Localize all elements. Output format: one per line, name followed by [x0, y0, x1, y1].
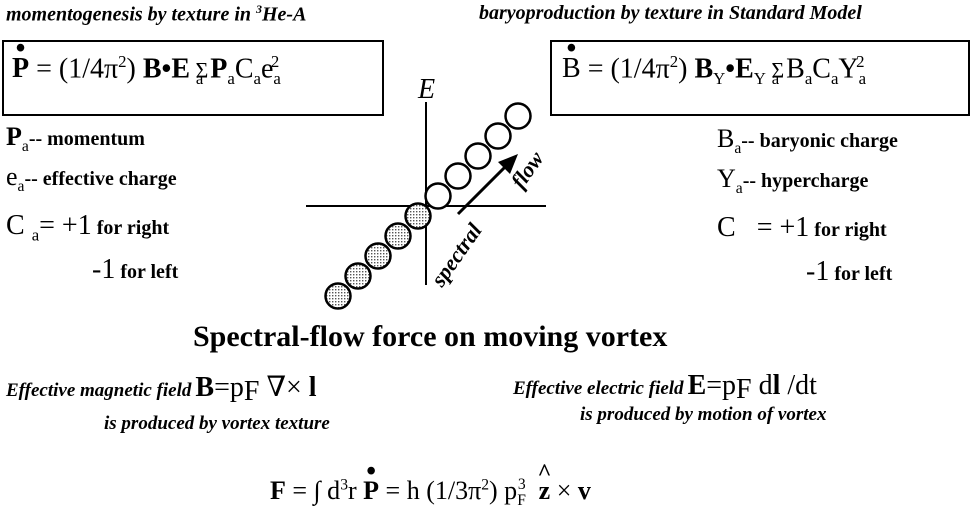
fermion-levels	[324, 102, 532, 310]
left-def-momentum: Pa-- momentum	[6, 122, 145, 156]
magnetic-field-origin: is produced by vortex texture	[104, 413, 330, 434]
electric-field-line: Effective electric field E=pF dl /dt	[513, 370, 817, 406]
left-c-right: C a= +1 for right	[6, 210, 170, 245]
occupied-level	[364, 242, 392, 270]
right-formula: B = (1/4π2) BY•EY Σ a BaCaYa2	[562, 52, 866, 89]
occupied-level	[384, 222, 412, 250]
left-formula: P = (1/4π2) B•E Σ a PaCaea2	[12, 52, 281, 89]
empty-level	[424, 182, 452, 210]
flow-label: flow	[506, 146, 549, 193]
electric-field-origin: is produced by motion of vortex	[580, 404, 827, 425]
right-def-baryonic: Ba-- baryonic charge	[717, 124, 898, 158]
left-c-left: -1 for left	[92, 254, 179, 285]
flow-arrow-shaft	[456, 162, 510, 216]
right-c-right: C = +1 for right	[717, 212, 887, 243]
left-def-effective-charge: ea-- effective charge	[6, 162, 177, 196]
right-c-left: -1 for left	[806, 256, 893, 287]
left-header: momentogenesis by texture in 3He-A	[6, 2, 307, 26]
empty-level	[444, 162, 472, 190]
empty-level	[484, 122, 512, 150]
spectral-label: spectral	[425, 218, 487, 292]
energy-axis-label: E	[417, 74, 435, 105]
page-title: Spectral-flow force on moving vortex	[193, 320, 668, 353]
left-formula-box	[2, 40, 384, 116]
empty-level	[464, 142, 492, 170]
occupied-level	[344, 262, 372, 290]
empty-level	[504, 102, 532, 130]
flow-arrow-head	[498, 154, 518, 174]
occupied-level	[404, 202, 432, 230]
right-def-hypercharge: Ya-- hypercharge	[717, 164, 869, 198]
magnetic-field-line: Effective magnetic field B=pF ∇× l	[6, 372, 317, 408]
occupied-level	[324, 282, 352, 310]
spectral-flow-diagram: E flow spectral	[306, 74, 549, 310]
force-formula: F = ∫ d3r P = h (1/3π2) pF3 z × v	[270, 476, 591, 510]
right-header: baryoproduction by texture in Standard M…	[479, 2, 862, 24]
right-formula-box	[550, 40, 970, 116]
